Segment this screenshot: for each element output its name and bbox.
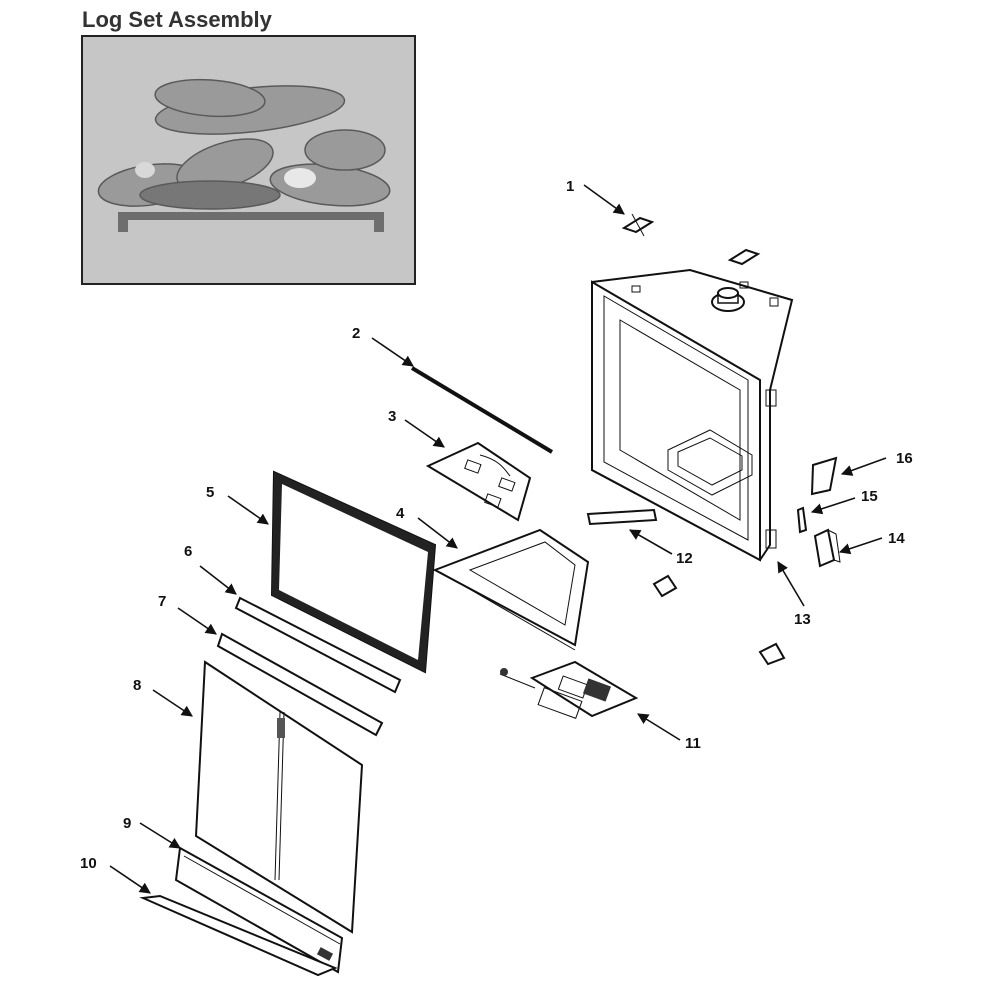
callout-14: 14 <box>888 530 905 547</box>
part-6-trim <box>234 596 402 694</box>
callout-numbers: 1 2 3 4 5 6 7 8 9 10 11 12 13 14 15 16 <box>80 178 913 872</box>
callout-7: 7 <box>158 593 166 610</box>
part-10-bottom-plate <box>139 894 338 977</box>
callout-6: 6 <box>184 543 192 560</box>
part-9-bottom-trim <box>174 846 344 974</box>
callout-15: 15 <box>861 488 878 505</box>
part-16-plate <box>810 456 838 496</box>
callout-8: 8 <box>133 677 141 694</box>
callout-2: 2 <box>352 325 360 342</box>
callout-1: 1 <box>566 178 574 195</box>
part-3-plate <box>425 441 532 522</box>
leader-lines <box>109 184 887 894</box>
part-4-base-pan <box>432 528 590 651</box>
part-11-valve <box>499 660 639 719</box>
log-set-photo <box>81 35 416 285</box>
part-13-firebox <box>591 268 794 562</box>
callout-11: 11 <box>685 735 701 752</box>
part-12-bracket <box>586 508 658 526</box>
callout-12: 12 <box>676 550 693 567</box>
callout-4: 4 <box>396 505 405 522</box>
part-5-glass-frame <box>270 470 437 674</box>
callout-3: 3 <box>388 408 396 425</box>
callout-5: 5 <box>206 484 214 501</box>
loose-hardware <box>652 574 786 666</box>
callout-10: 10 <box>80 855 97 872</box>
part-7-trim <box>216 632 384 737</box>
part-2-rod <box>410 366 554 454</box>
callout-9: 9 <box>123 815 131 832</box>
callout-13: 13 <box>794 611 811 628</box>
part-14-block <box>813 528 841 568</box>
part-15-clip <box>796 506 808 534</box>
part-8-screen <box>194 660 364 934</box>
part-1-bracket <box>621 213 655 237</box>
callout-16: 16 <box>896 450 913 467</box>
log-set-title: Log Set Assembly <box>82 7 273 32</box>
